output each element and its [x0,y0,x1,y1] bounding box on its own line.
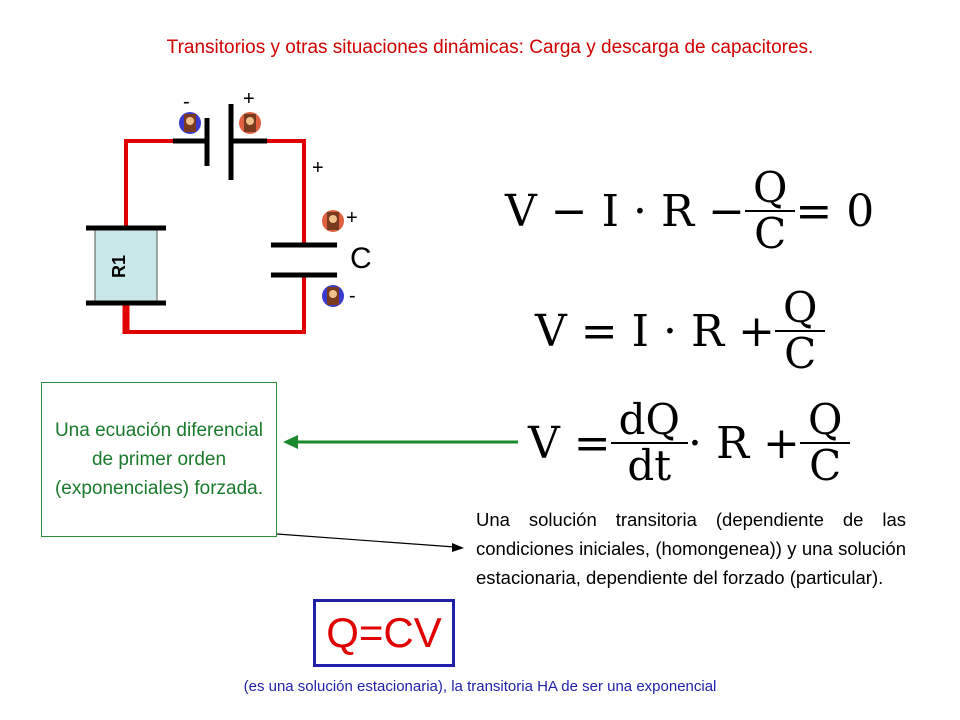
equation-1: V − I · R − Q C = 0 [505,163,875,259]
eq3-denominator-1: dt [627,441,672,491]
charge-icon-negative-capacitor [322,285,344,307]
resistor-label: R1 [109,254,130,279]
page-title: Transitorios y otras situaciones dinámic… [166,37,814,58]
arrow-to-solution [276,533,464,552]
differential-equation-box: Una ecuación diferencial de primer orden… [41,382,277,537]
circuit-wires [122,139,306,334]
battery-symbol [173,104,267,180]
qcv-text: Q=CV [326,609,442,656]
capacitor-minus-label: - [349,285,356,307]
eq3-numerator-1: dQ [618,395,680,444]
eq2-left: V = I · R + [535,305,775,357]
eq3-left: V = [528,417,611,469]
capacitor-label: C [350,242,372,275]
eq2-denominator: C [784,329,817,379]
eq1-numerator: Q [752,163,788,212]
resistor-symbol [86,225,166,306]
eq1-fraction: Q C [744,163,796,259]
capacitor-plus-label: + [346,207,358,229]
equation-2: V = I · R + Q C [535,283,826,379]
differential-equation-text: Una ecuación diferencial de primer orden… [54,420,264,499]
eq3-fraction-derivative: dQ dt [610,395,688,491]
eq3-numerator-2: Q [807,395,843,444]
eq2-fraction: Q C [774,283,826,379]
equation-3: V = dQ dt · R + Q C [528,395,851,491]
solution-description: Una solución transitoria (dependiente de… [476,509,906,588]
battery-plus-label: + [243,88,255,110]
eq1-right: = 0 [795,185,875,237]
capacitor-symbol [271,242,337,278]
eq1-denominator: C [754,209,787,259]
charge-icon-negative-battery [179,112,201,134]
eq1-left: V − I · R − [505,185,745,237]
arrow-to-box [283,435,518,449]
footer-note: (es una solución estacionaria), la trans… [243,678,717,695]
charge-icon-positive-battery [239,112,261,134]
battery-minus-label: - [183,91,190,113]
eq3-fraction-charge: Q C [799,395,851,491]
eq2-numerator: Q [782,283,818,332]
qcv-box: Q=CV [313,599,455,667]
charge-icon-positive-capacitor [322,210,344,232]
eq3-middle: · R + [687,417,800,469]
wire-plus-label: + [312,157,324,179]
eq3-denominator-2: C [809,441,842,491]
